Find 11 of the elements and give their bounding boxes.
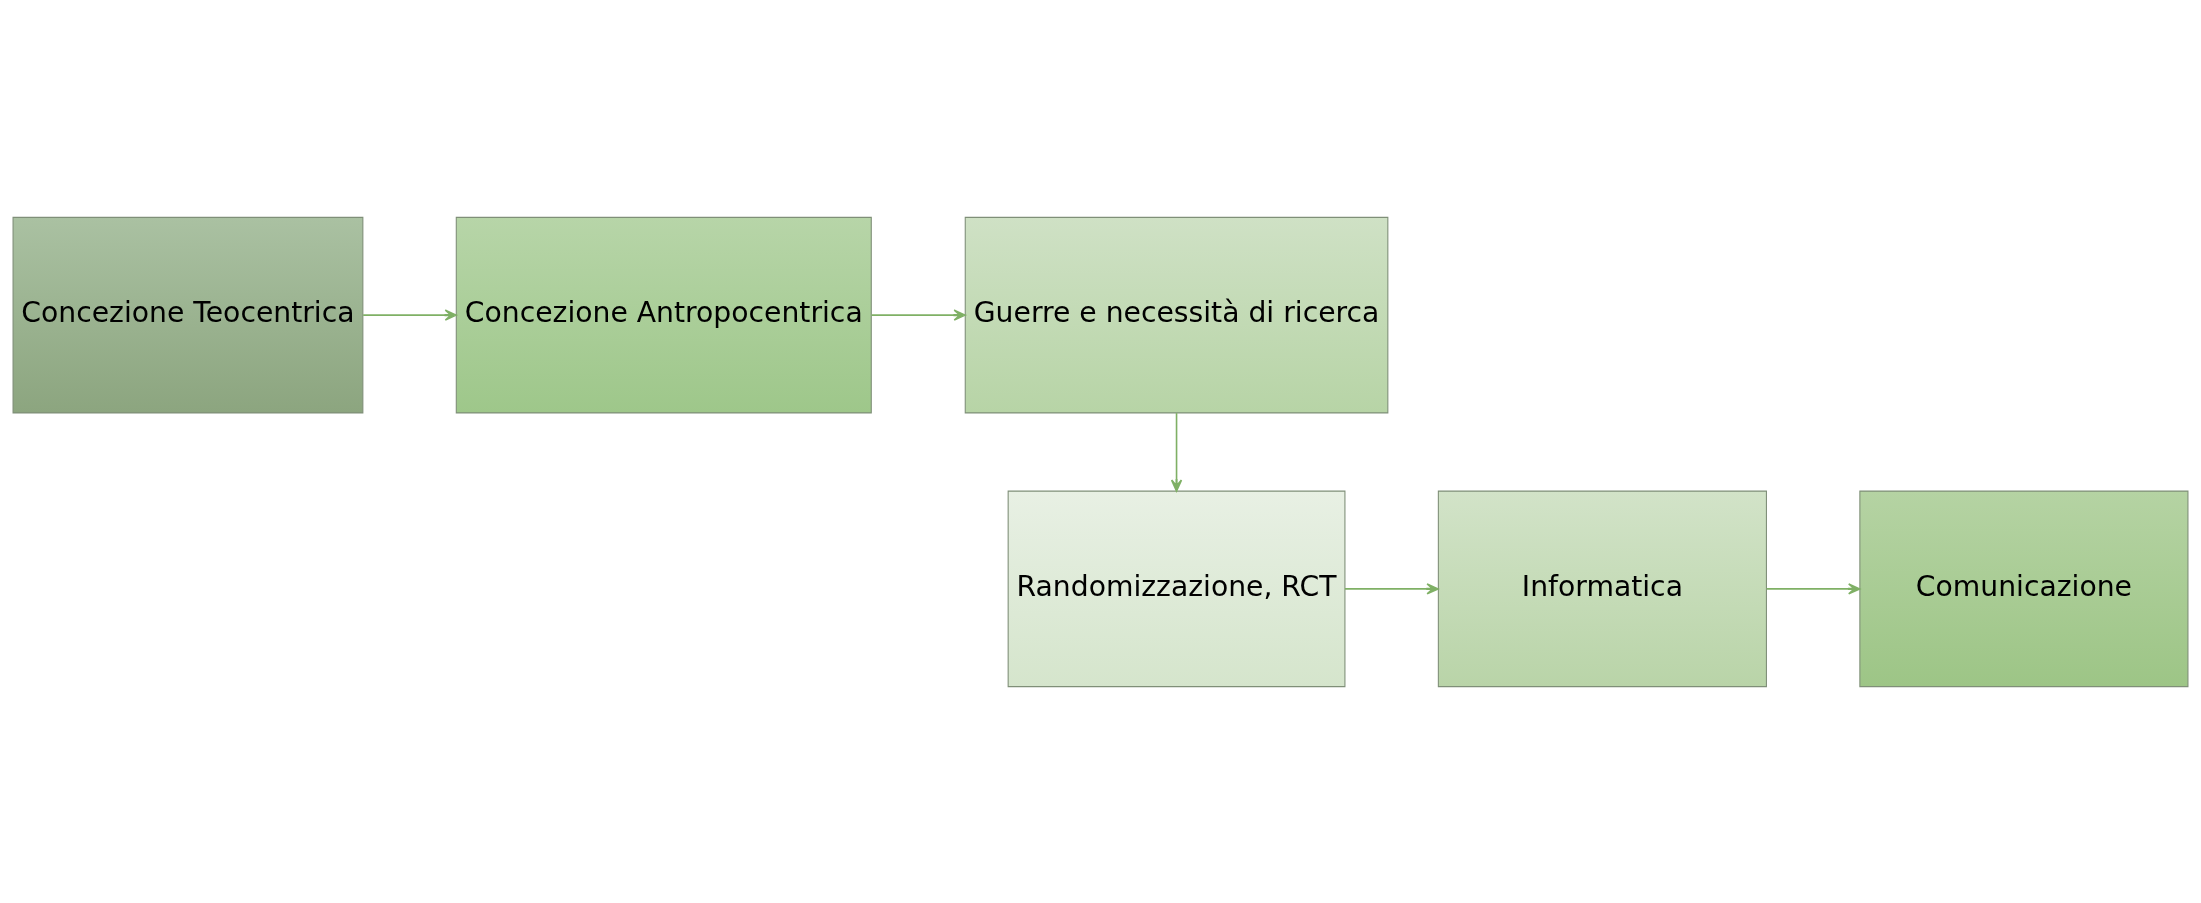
arrow	[362, 308, 458, 321]
node-box: Comunicazione	[1859, 490, 2189, 687]
node-box: Informatica	[1437, 490, 1767, 687]
node-box: Concezione Antropocentrica	[455, 216, 872, 413]
node-box: Randomizzazione, RCT	[1007, 490, 1346, 687]
arrow	[1170, 411, 1183, 492]
arrow	[870, 308, 966, 321]
node-box: Guerre e necessità di ricerca	[964, 216, 1389, 413]
node-box: Concezione Teocentrica	[12, 216, 364, 413]
arrow	[1765, 582, 1861, 595]
arrow	[1344, 582, 1439, 595]
